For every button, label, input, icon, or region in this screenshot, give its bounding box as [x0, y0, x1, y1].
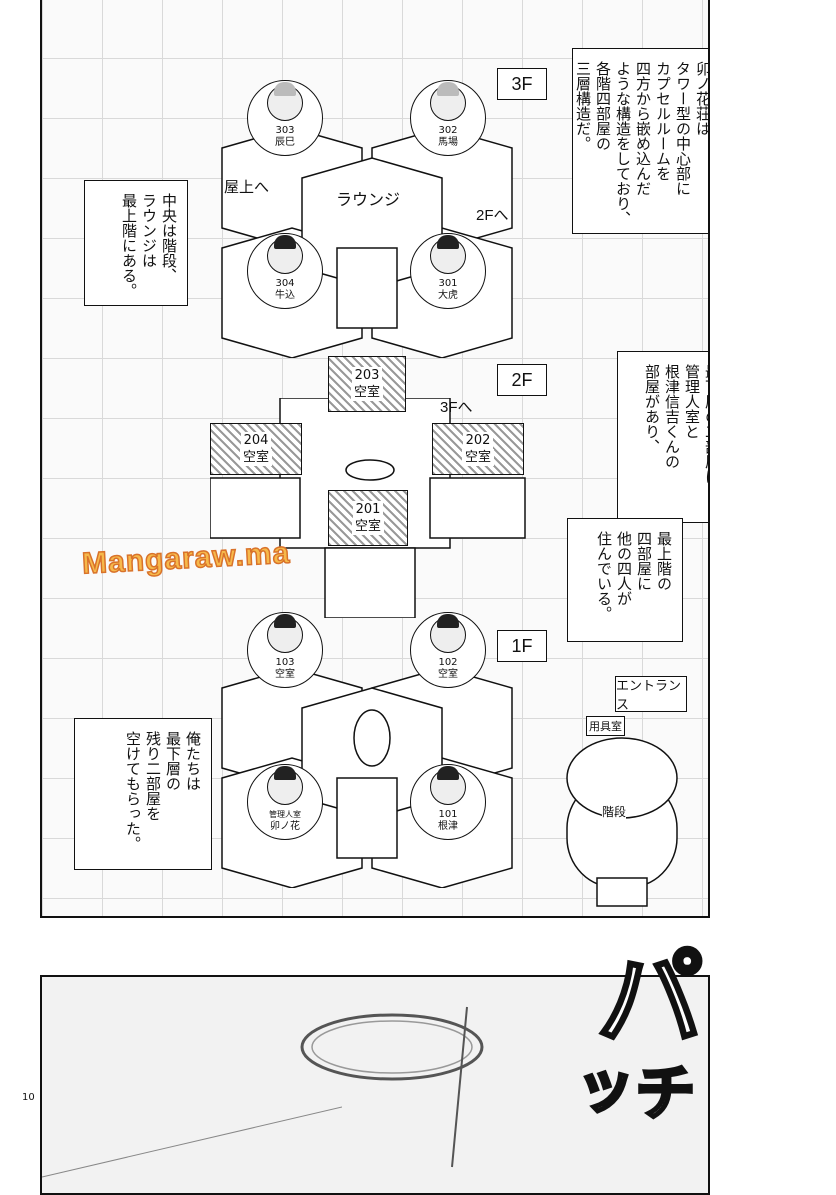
room-subtitle: 管理人室 — [269, 810, 301, 819]
to-roof-label: 屋上へ — [224, 179, 270, 196]
room-status: 空室 — [275, 669, 295, 680]
floor-plan-panel: ラウンジ 屋上へ 2Fへ 3F 303 辰巳 302 馬場 304 牛込 301… — [40, 0, 710, 918]
resident-face — [430, 82, 466, 121]
resident-name: 辰巳 — [275, 137, 295, 148]
room-304-portrait: 304 牛込 — [247, 233, 323, 309]
ceiling-light — [300, 1006, 484, 1168]
sound-effect-pa: パ — [575, 939, 706, 1052]
resident-face — [267, 235, 303, 274]
room-number: 304 — [275, 278, 295, 289]
floor-3f-diagram — [221, 127, 513, 358]
room-number: 303 — [275, 125, 295, 136]
to-3f-label: 3Fへ — [440, 399, 473, 416]
resident-face — [430, 235, 466, 274]
entrance-tower-diagram — [566, 737, 678, 907]
entrance-label: エントランス — [615, 676, 687, 712]
room-status: 空室 — [350, 384, 383, 401]
room-number: 103 — [275, 657, 295, 668]
resident-name: 卯ノ花 — [270, 821, 300, 832]
storage-room-label: 用具室 — [586, 716, 625, 736]
manager-room-portrait: 管理人室 卯ノ花 — [247, 764, 323, 840]
room-number: 202 — [462, 432, 494, 449]
room-number: 204 — [240, 432, 272, 449]
resident-name: 馬場 — [438, 137, 458, 148]
sound-effect-chi: チッ — [556, 1059, 698, 1124]
resident-name: 根津 — [438, 821, 458, 832]
light-panel — [40, 975, 710, 1195]
to-2f-label: 2Fへ — [476, 207, 509, 224]
room-number: 102 — [438, 657, 458, 668]
room-status: 空室 — [461, 449, 494, 466]
room-301-portrait: 301 大虎 — [410, 233, 486, 309]
room-number: 302 — [438, 125, 458, 136]
room-103-portrait: 103 空室 — [247, 612, 323, 688]
narration-current-residents: 今は 最下層の二部屋に 管理人室と 根津信吉くんの 部屋があり、 — [617, 351, 708, 523]
room-number: 201 — [352, 501, 384, 518]
page-number: 10 — [22, 1092, 35, 1103]
resident-name: 牛込 — [275, 290, 295, 301]
narration-structure: 卯ノ花荘は タワー型の中心部に カプセルルームを 四方から嵌め込んだ ような構造… — [572, 48, 708, 234]
narration-top-floor: 最上階の 四部屋に 他の四人が 住んでいる。 — [567, 518, 683, 642]
floor-label-3f: 3F — [497, 68, 547, 100]
lounge-label: ラウンジ — [336, 192, 401, 209]
room-status: 空室 — [239, 449, 272, 466]
resident-name: 大虎 — [438, 290, 458, 301]
resident-face — [267, 766, 303, 805]
room-302-portrait: 302 馬場 — [410, 80, 486, 156]
room-303-portrait: 303 辰巳 — [247, 80, 323, 156]
floor-label-2f: 2F — [497, 364, 547, 396]
room-203: 203 空室 — [328, 356, 406, 412]
room-204: 204 空室 — [210, 423, 302, 475]
resident-face — [267, 614, 303, 653]
floor-label-1f: 1F — [497, 630, 547, 662]
diagonal-line — [42, 1106, 342, 1178]
room-number: 203 — [351, 367, 383, 384]
stairs-label: 階段 — [602, 803, 627, 820]
room-status: 空室 — [351, 518, 384, 535]
resident-face — [430, 614, 466, 653]
room-202: 202 空室 — [432, 423, 524, 475]
room-number: 101 — [438, 809, 458, 820]
room-102-portrait: 102 空室 — [410, 612, 486, 688]
room-201: 201 空室 — [328, 490, 408, 546]
narration-our-rooms: 俺たちは 最下層の 残り二部屋を 空けてもらった。 — [74, 718, 212, 870]
room-status: 空室 — [438, 669, 458, 680]
narration-lounge: 中央は階段、 ラウンジは 最上階にある。 — [84, 180, 188, 306]
room-number: 301 — [438, 278, 458, 289]
resident-face — [267, 82, 303, 121]
resident-face — [430, 766, 466, 805]
room-101-portrait: 101 根津 — [410, 764, 486, 840]
